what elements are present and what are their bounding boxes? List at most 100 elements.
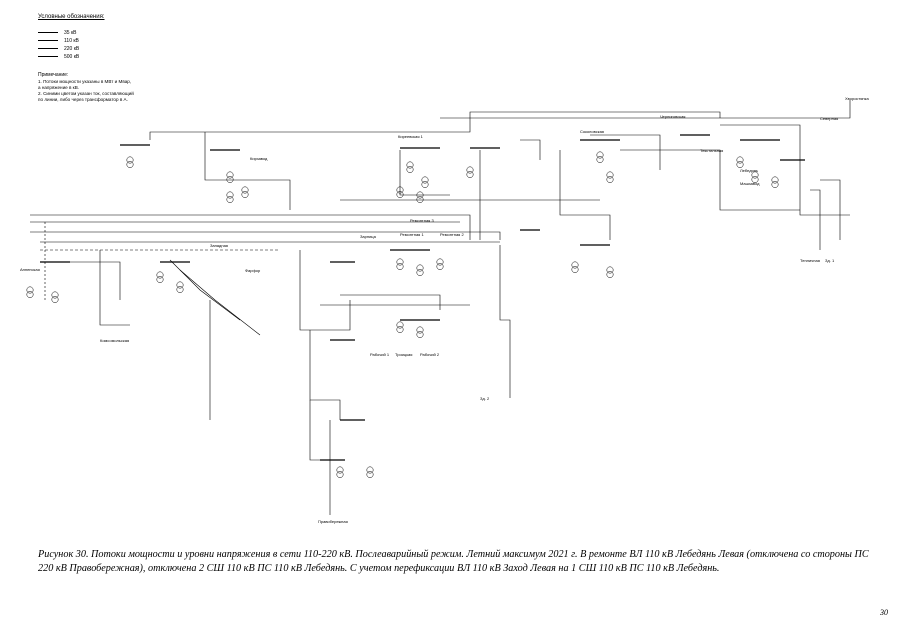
transformer-winding [396,326,404,333]
legend-label: 110 кВ [64,38,79,44]
transformer-winding [416,264,424,272]
transformer-winding [396,258,404,266]
substation-label: Правобережная [318,519,348,524]
transformer-winding [26,286,34,294]
transformer-symbol [26,286,34,298]
substation-label: Северная [820,116,838,121]
transformer-symbol [156,271,164,283]
transformer-symbol [416,264,424,276]
substation-label: Фарфор [245,268,261,273]
transformer-symbol [416,326,424,338]
transformer-winding [416,326,424,334]
transformer-winding [771,181,779,188]
transformer-winding [396,186,404,194]
substation-label: Ремонтная 1 [400,232,424,237]
substation-label: Черниговская [660,114,685,119]
transformer-winding [126,161,134,168]
transformer-symbol [436,258,444,270]
transformer-winding [416,191,424,199]
transformer-winding [606,266,614,274]
line-mid-3 [30,231,501,240]
substation-label: Лебедянь [740,168,758,173]
transformer-symbol [751,171,759,183]
transformer-winding [176,286,184,293]
transformer-winding [606,176,614,183]
transformer-symbol [226,171,234,183]
substation-label: Соколовская [580,129,604,134]
notes-title: Примечание: [38,72,69,78]
line-subst-link [820,179,841,240]
substation-label: Машзавод [740,181,760,186]
transformer-winding [226,176,234,183]
legend-label: 35 кВ [64,30,77,36]
transformer-winding [406,161,414,169]
transformer-winding [396,191,404,198]
transformer-winding [226,191,234,199]
line-east-mid [559,150,611,240]
transformer-winding [396,321,404,329]
transformer-winding [421,181,429,188]
legend-line-swatch [38,40,58,42]
transformer-winding [596,156,604,163]
transformer-winding [226,196,234,203]
line-center-down [309,330,341,420]
transformer-winding [436,258,444,266]
line-left-bus [50,261,121,300]
transformer-symbol [51,291,59,303]
substation-label: Зд. 1 [825,258,835,263]
transformer-winding [466,171,474,178]
line-subst-link2 [810,189,821,250]
transformer-winding [366,471,374,478]
transformer-winding [416,196,424,203]
line-conn-a [520,139,541,160]
transformer-symbol [396,258,404,270]
transformer-winding [226,171,234,179]
line-mid-1 [30,214,471,240]
transformer-winding [571,266,579,273]
legend-label: 500 кВ [64,54,80,60]
transformer-winding [751,176,759,183]
substation-label: Западная [210,243,228,248]
line-left-loop [99,250,130,326]
transformer-winding [366,466,374,474]
line-rail [499,245,511,398]
line-center-v [299,250,351,331]
transformer-symbol [241,186,249,198]
transformer-symbol [771,176,779,188]
substation-label: Зд. 2 [480,396,490,401]
network-lines [30,100,851,515]
substation-label: Хворостянка [845,96,869,101]
busbars [40,134,805,461]
substation-label: Рабочий 2 [420,352,440,357]
substation-label: Рабочий 1 [370,352,390,357]
substation-label: Зарница [360,234,377,239]
transformer-winding [606,171,614,179]
transformer-symbol [366,466,374,478]
note-line: по линии, либо через трансформатор в А. [38,97,128,102]
line-top-loop [204,132,291,210]
transformer-winding [596,151,604,159]
transformer-winding [241,186,249,194]
transformer-winding [751,171,759,179]
legend-line-swatch [38,32,58,34]
transformer-winding [736,156,744,164]
substation-label: Текстильная [700,148,723,153]
transformer-winding [176,281,184,289]
transformer-winding [606,271,614,278]
transformer-symbol [396,321,404,333]
transformer-symbol [736,156,744,168]
transformer-symbol [571,261,579,273]
transformer-winding [771,176,779,184]
transformer-winding [396,263,404,270]
legend-item: 500 кВ [38,54,79,60]
transformer-symbol [596,151,604,163]
transformer-winding [336,471,344,478]
line-diag-2 [179,269,261,336]
transformers [26,151,779,478]
transformer-winding [466,166,474,174]
line-conn-b [590,134,661,170]
substation-label: Троицкая [395,352,412,357]
